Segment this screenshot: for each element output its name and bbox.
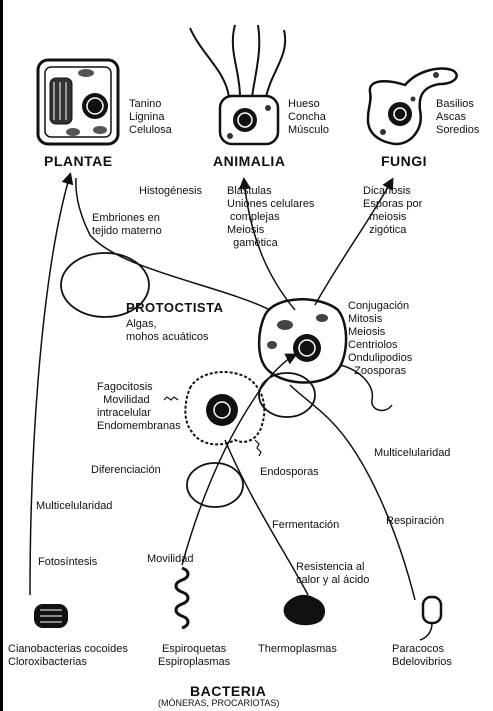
spirochete-icon bbox=[176, 568, 188, 628]
label-respiracion: Respiración bbox=[386, 515, 444, 528]
label-embriones: Embriones en tejido materno bbox=[92, 212, 162, 238]
label-thermoplasmas: Thermoplasmas bbox=[258, 643, 337, 656]
kingdom-plantae: PLANTAE bbox=[44, 153, 113, 169]
label-endosporas: Endosporas bbox=[260, 466, 319, 479]
label-resistencia: Resistencia al calor y al ácido bbox=[296, 561, 369, 587]
animalia-cell-icon bbox=[190, 25, 285, 144]
label-paracocos: Paracocos Bdelovibrios bbox=[392, 643, 452, 669]
plantae-cell-icon bbox=[38, 60, 118, 144]
protoctista-subtitle: Algas, mohos acuáticos bbox=[126, 318, 209, 344]
label-dicariosis: Dicariosis Esporas por meiosis zigótica bbox=[363, 185, 422, 237]
label-fermentacion: Fermentación bbox=[272, 519, 339, 532]
fungi-traits: Basilios Ascas Soredios bbox=[436, 98, 479, 137]
cyanobacteria-icon bbox=[34, 604, 68, 628]
kingdom-protoctista: PROTOCTISTA bbox=[126, 300, 223, 315]
animalia-traits: Hueso Concha Músculo bbox=[288, 98, 329, 137]
label-conjugacion: Conjugación Mitosis Meiosis Centriolos O… bbox=[348, 300, 412, 378]
kingdom-fungi: FUNGI bbox=[381, 153, 427, 169]
thermoplasma-icon bbox=[284, 595, 325, 625]
label-multicelularidad-right: Multicelularidad bbox=[374, 447, 450, 460]
plantae-traits: Tanino Lignina Celulosa bbox=[129, 98, 172, 137]
bacteria-subtitle: (MÓNERAS, PROCARIOTAS) bbox=[158, 697, 279, 710]
label-fagocitosis: Fagocitosis Movilidad intracelular Endom… bbox=[97, 381, 181, 433]
label-cianobacterias: Cianobacterias cocoides Cloroxibacterias bbox=[8, 643, 128, 669]
label-fotosintesis: Fotosíntesis bbox=[38, 556, 97, 569]
label-multicelularidad-left: Multicelularidad bbox=[36, 500, 112, 513]
label-movilidad: Movilidad bbox=[147, 553, 193, 566]
label-espiroquetas: Espiroquetas Espiroplasmas bbox=[158, 643, 230, 669]
kingdom-animalia: ANIMALIA bbox=[213, 153, 285, 169]
label-diferenciacion: Diferenciación bbox=[91, 464, 161, 477]
label-blastulas: Blástulas Uniones celulares complejas Me… bbox=[227, 185, 314, 250]
label-histogenesis: Histogénesis bbox=[139, 185, 202, 198]
paracoccus-icon bbox=[420, 597, 441, 640]
